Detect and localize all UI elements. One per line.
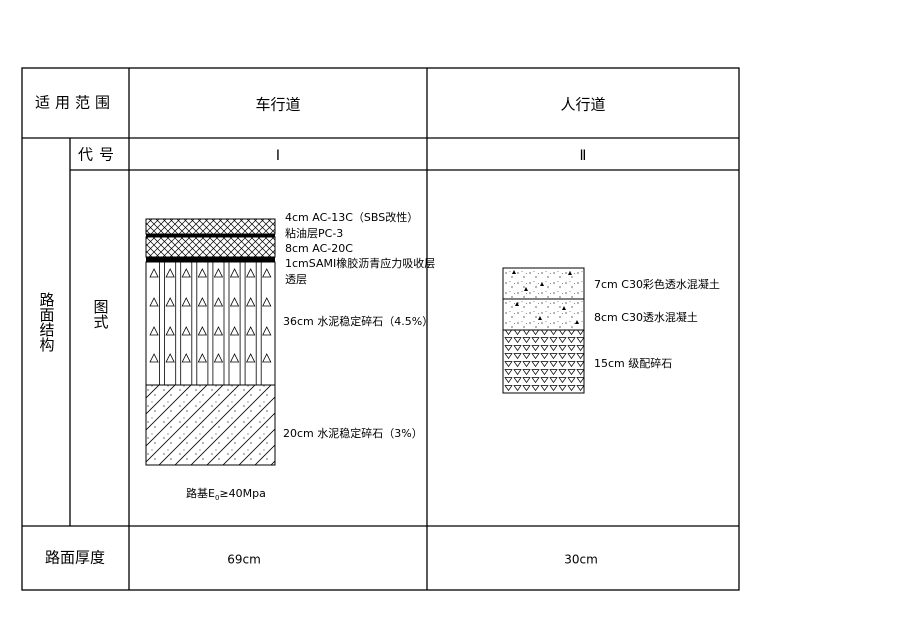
aggregate-triangle	[229, 353, 240, 363]
aggregate-triangle	[262, 353, 272, 363]
thickness-carriageway: 69cm	[227, 553, 261, 567]
thickness-sidewalk: 30cm	[564, 553, 598, 567]
sidewalk-header: 人行道	[560, 96, 605, 114]
subgrade-prefix: 路基E	[186, 487, 215, 500]
aggregate-triangle	[262, 297, 272, 307]
code-carriageway: Ⅰ	[276, 148, 280, 164]
aggregate-triangle	[149, 297, 159, 307]
aggregate-triangle	[165, 268, 175, 278]
concrete-aggregate-mark	[512, 270, 516, 274]
aggregate-triangle	[213, 297, 224, 307]
sidewalk-aggregate-marks	[512, 270, 579, 324]
subgrade-modulus: 路基E0≥40Mpa	[186, 487, 266, 502]
aggregate-triangle	[165, 353, 175, 363]
layer-cement-stabilized-45	[145, 261, 276, 386]
aggregate-triangle	[149, 353, 159, 363]
layer-label-cement-3: 20cm 水泥稳定碎石（3%）	[283, 426, 423, 440]
aggregate-triangle	[229, 297, 240, 307]
diagram-label: 图式	[92, 299, 110, 329]
layer-graded-gravel	[502, 329, 585, 394]
aggregate-triangle	[181, 353, 191, 363]
structure-group-label: 路面结构	[38, 292, 56, 353]
layer-cement-stabilized-3	[145, 384, 276, 466]
code-label: 代号	[78, 146, 120, 164]
layer-sami	[146, 257, 275, 262]
layer-label-cement-45: 36cm 水泥稳定碎石（4.5%）	[283, 314, 433, 328]
layer-label-pervious: 8cm C30透水混凝土	[594, 310, 698, 324]
aggregate-triangle	[213, 268, 224, 278]
aggregate-triangle	[229, 326, 240, 336]
carriageway-header: 车行道	[255, 96, 300, 114]
carriageway-layer-column	[145, 218, 276, 466]
layer-label-ac20c: 8cm AC-20C	[285, 242, 353, 255]
table-grid	[21, 67, 740, 591]
layer-label-ac13c: 4cm AC-13C（SBS改性）	[285, 210, 418, 224]
aggregate-triangle	[165, 326, 175, 336]
concrete-aggregate-mark	[515, 302, 519, 306]
subgrade-suffix: ≥40Mpa	[219, 487, 265, 500]
layer-ac13c-hatch	[145, 218, 276, 235]
code-sidewalk: Ⅱ	[580, 148, 587, 164]
layer-label-sami: 1cmSAMI橡胶沥青应力吸收层	[285, 256, 435, 270]
aggregate-triangle	[197, 297, 207, 307]
aggregate-triangle	[181, 268, 191, 278]
cement-stabilized-45-pattern	[149, 262, 272, 385]
concrete-aggregate-mark	[524, 287, 528, 291]
aggregate-triangle	[149, 268, 159, 278]
scope-header: 适用范围	[35, 94, 115, 112]
aggregate-triangle	[197, 353, 207, 363]
concrete-aggregate-mark	[540, 282, 544, 286]
subgrade-subscript: 0	[215, 494, 219, 502]
concrete-aggregate-mark	[562, 306, 566, 310]
layer-label-tack-coat: 粘油层PC-3	[285, 226, 343, 240]
aggregate-triangle	[165, 297, 175, 307]
concrete-aggregate-mark	[538, 316, 542, 320]
layer-label-graded-gravel: 15cm 级配碎石	[594, 356, 672, 370]
aggregate-triangle	[181, 297, 191, 307]
concrete-aggregate-mark	[568, 271, 572, 275]
aggregate-triangle	[181, 326, 191, 336]
aggregate-triangle	[262, 326, 272, 336]
layer-ac20c-hatch	[145, 236, 276, 258]
aggregate-triangle	[246, 268, 256, 278]
layer-pervious-concrete	[502, 298, 585, 331]
aggregate-triangle	[213, 326, 224, 336]
aggregate-triangle	[149, 326, 159, 336]
aggregate-triangle	[246, 353, 256, 363]
aggregate-triangle	[197, 326, 207, 336]
concrete-aggregate-mark	[575, 320, 579, 324]
sidewalk-layer-column	[502, 267, 585, 394]
aggregate-triangle	[246, 326, 256, 336]
thickness-label: 路面厚度	[45, 549, 105, 567]
layer-tack-coat	[146, 234, 275, 237]
aggregate-triangle	[262, 268, 272, 278]
aggregate-triangle	[197, 268, 207, 278]
aggregate-triangle	[229, 268, 240, 278]
layer-label-colored-pervious: 7cm C30彩色透水混凝土	[594, 277, 720, 291]
aggregate-triangle	[213, 353, 224, 363]
aggregate-triangle	[246, 297, 256, 307]
layer-label-prime-coat: 透层	[285, 273, 307, 286]
